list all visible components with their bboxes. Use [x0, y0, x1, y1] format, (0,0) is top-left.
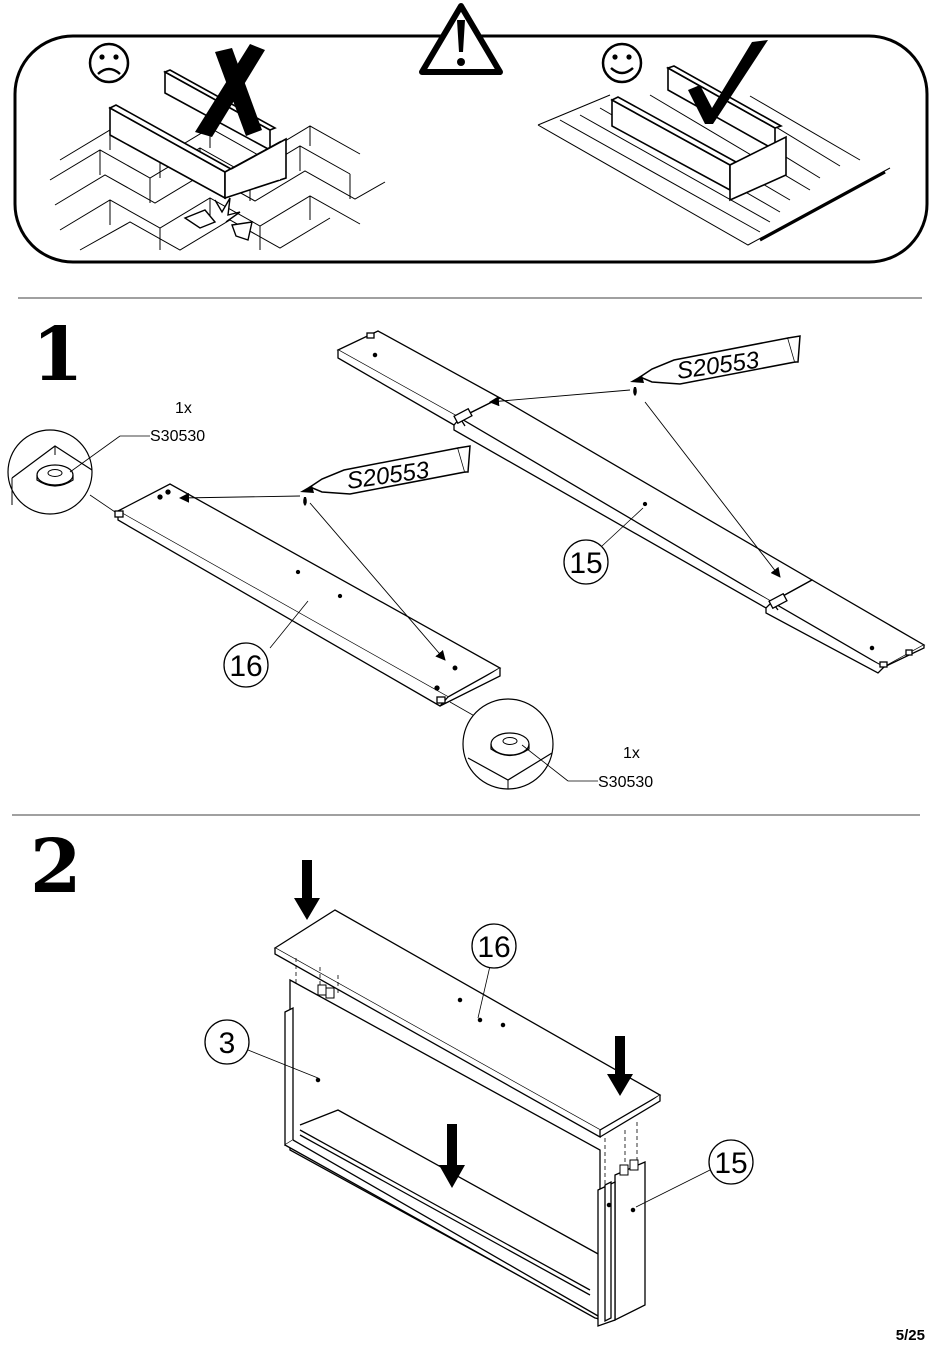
page-number: 5/25: [896, 1327, 925, 1344]
callout-15-step2: 15: [636, 1140, 753, 1207]
step-number-2: 2: [30, 824, 82, 910]
svg-text:15: 15: [714, 1147, 747, 1180]
qty-left: 1x: [175, 400, 192, 417]
glue-code-right: S20553: [675, 347, 761, 385]
glue-code-left: S20553: [345, 457, 431, 495]
code-right: S30530: [598, 774, 653, 791]
callout-15-step1: 15: [564, 508, 643, 584]
detail-circle-left: [8, 430, 92, 514]
warning-panel: [15, 6, 927, 262]
smiley-face-icon: [603, 44, 641, 82]
detail-circle-right: [463, 699, 553, 789]
step-1: 1 1x S30530: [8, 312, 924, 791]
down-arrow-icon-left: [294, 860, 320, 920]
svg-text:3: 3: [219, 1027, 236, 1060]
glue-tube-left: S20553: [300, 446, 470, 506]
svg-text:15: 15: [569, 547, 602, 580]
glue-tube-right: S20553: [630, 336, 800, 396]
sad-face-icon: [90, 44, 128, 82]
svg-text:16: 16: [229, 650, 262, 683]
panel-15: [598, 1162, 645, 1326]
svg-text:16: 16: [477, 931, 510, 964]
code-left: S30530: [150, 428, 205, 445]
board-15: [338, 331, 924, 673]
board-16: [115, 484, 500, 706]
step-number-1: 1: [32, 312, 84, 398]
step-2: 2: [30, 824, 753, 1326]
qty-right: 1x: [623, 745, 640, 762]
